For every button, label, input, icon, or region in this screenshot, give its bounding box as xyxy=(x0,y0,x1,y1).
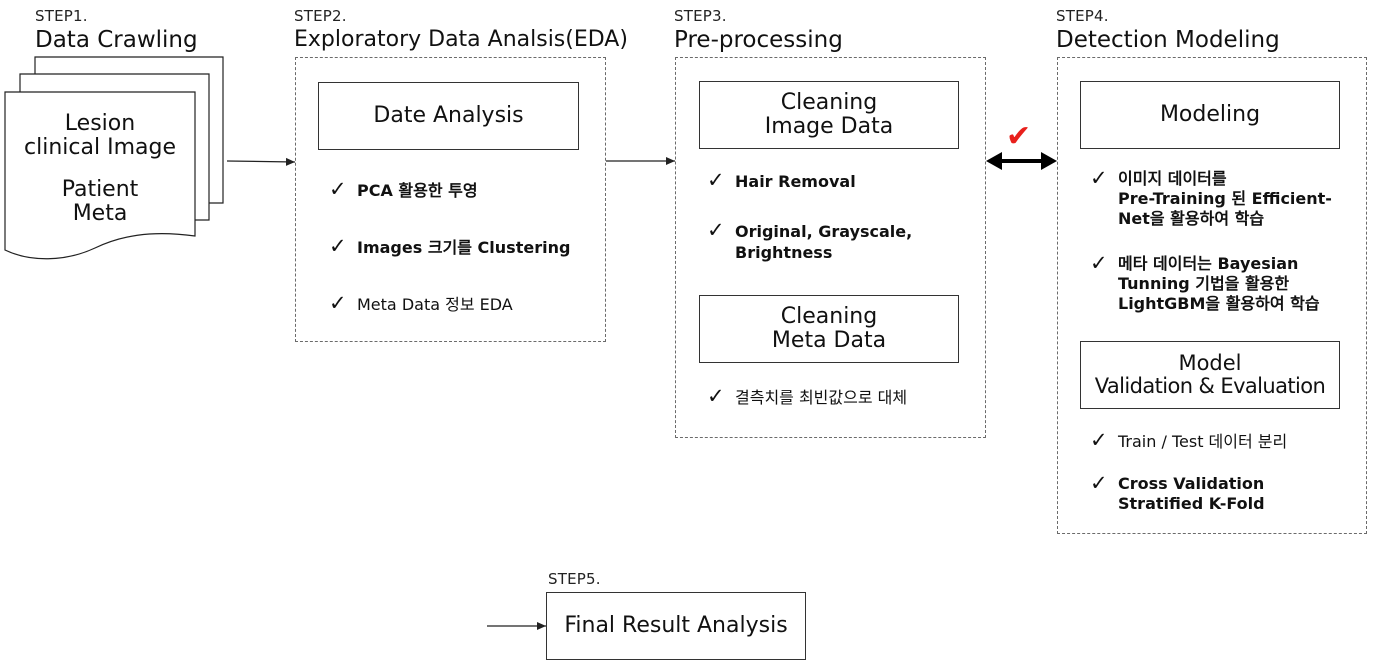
step2-item-clustering: ✓ Images 크기를 Clustering xyxy=(329,234,571,258)
doc-line-patient: Patient xyxy=(61,177,139,202)
step3-item-missing-values: ✓ 결측치를 최빈값으로 대체 xyxy=(707,384,908,408)
check-icon: ✓ xyxy=(329,234,347,258)
step1-title: Data Crawling xyxy=(35,27,198,53)
date-analysis-box: Date Analysis xyxy=(318,82,579,150)
check-icon: ✓ xyxy=(329,177,347,201)
step4-item-meta-training: ✓ 메타 데이터는 Bayesian Tunning 기법을 활용한 Light… xyxy=(1090,251,1320,314)
step4-item-cross-validation: ✓ Cross Validation Stratified K-Fold xyxy=(1090,471,1265,514)
doc-line-clinical-image: clinical Image xyxy=(24,135,176,160)
step4-label: STEP4. xyxy=(1056,7,1109,25)
final-result-label: Final Result Analysis xyxy=(564,613,788,638)
check-icon: ✓ xyxy=(1090,166,1108,190)
cleaning-image-line1: Cleaning xyxy=(780,90,878,115)
step3-container xyxy=(675,57,986,438)
validation-evaluation-box: Model Validation & Evaluation xyxy=(1080,341,1340,409)
step3-title: Pre-processing xyxy=(674,27,843,53)
step2-item-pca: ✓ PCA 활용한 투영 xyxy=(329,177,478,201)
step2-item-meta-eda: ✓ Meta Data 정보 EDA xyxy=(329,291,513,315)
cleaning-meta-data-box: Cleaning Meta Data xyxy=(699,295,959,363)
red-check-icon: ✔ xyxy=(1006,119,1032,154)
step4-container xyxy=(1057,57,1367,534)
step2-container xyxy=(295,57,606,342)
modeling-label: Modeling xyxy=(1159,102,1261,127)
check-icon: ✓ xyxy=(1090,428,1108,452)
cleaning-meta-line2: Meta Data xyxy=(771,328,887,353)
check-icon: ✓ xyxy=(707,168,725,192)
doc-line-lesion: Lesion xyxy=(64,111,136,136)
bidirectional-arrow-step3-step4 xyxy=(986,152,1057,170)
final-result-analysis-box: Final Result Analysis xyxy=(546,592,806,660)
check-icon: ✓ xyxy=(329,291,347,315)
check-icon: ✓ xyxy=(1090,251,1108,275)
step1-label: STEP1. xyxy=(35,7,88,25)
step2-title: Exploratory Data Analsis(EDA) xyxy=(294,27,628,52)
validation-line2: Validation & Evaluation xyxy=(1094,374,1326,398)
check-icon: ✓ xyxy=(707,218,725,242)
step5-label: STEP5. xyxy=(548,570,601,588)
cleaning-image-data-box: Cleaning Image Data xyxy=(699,81,959,149)
cleaning-image-line2: Image Data xyxy=(764,114,894,139)
arrow-step1-to-step2 xyxy=(226,157,296,166)
cleaning-meta-line1: Cleaning xyxy=(780,304,878,329)
document-stack-icon xyxy=(4,56,224,260)
step4-title: Detection Modeling xyxy=(1056,27,1280,53)
step3-label: STEP3. xyxy=(674,7,727,25)
doc-line-meta: Meta xyxy=(72,201,128,226)
date-analysis-label: Date Analysis xyxy=(373,103,524,128)
document-text: Lesion clinical Image Patient Meta xyxy=(5,112,195,226)
step3-item-original-grayscale: ✓ Original, Grayscale, Brightness xyxy=(707,218,913,263)
step2-label: STEP2. xyxy=(294,7,347,25)
check-icon: ✓ xyxy=(1090,471,1108,495)
check-icon: ✓ xyxy=(707,384,725,408)
validation-line1: Model xyxy=(1178,351,1242,375)
step4-item-train-test: ✓ Train / Test 데이터 분리 xyxy=(1090,428,1288,452)
step4-item-image-training: ✓ 이미지 데이터를 Pre-Training 된 Efficient- Net… xyxy=(1090,166,1332,229)
modeling-box: Modeling xyxy=(1080,81,1340,149)
step3-item-hair-removal: ✓ Hair Removal xyxy=(707,168,856,192)
